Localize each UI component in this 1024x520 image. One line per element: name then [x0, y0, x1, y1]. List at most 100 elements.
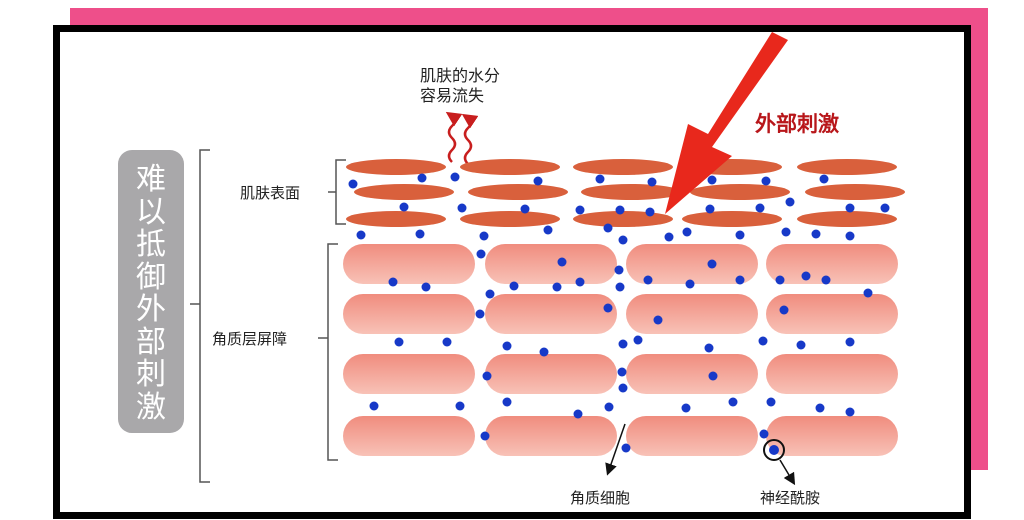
ceramide-dot: [758, 336, 768, 346]
ceramide-dot: [728, 397, 738, 407]
ceramide-dot: [455, 401, 465, 411]
ceramide-dot: [647, 177, 657, 187]
ceramide-dot: [707, 259, 717, 269]
ceramide-dot: [766, 397, 776, 407]
corneocyte-cell: [485, 244, 617, 284]
ceramide-dot: [399, 202, 409, 212]
ceramide-dot: [394, 337, 404, 347]
ceramide-dot: [781, 227, 791, 237]
surface-cell: [573, 211, 673, 227]
ceramide-dot: [388, 277, 398, 287]
ceramide-dot: [769, 445, 779, 455]
ceramide-dot: [863, 288, 873, 298]
ceramide-dot: [880, 203, 890, 213]
corneocyte-cell: [766, 244, 898, 284]
ceramide-dot: [603, 223, 613, 233]
corneocyte-label: 角质细胞: [570, 489, 631, 507]
ceramide-dot: [509, 281, 519, 291]
corneocyte-cell: [485, 354, 617, 394]
ceramide-dot: [645, 207, 655, 217]
corneocyte-cell: [766, 416, 898, 456]
ceramide-dot: [417, 173, 427, 183]
ceramide-dot: [618, 235, 628, 245]
ceramide-dot: [761, 176, 771, 186]
corneocyte-cell: [343, 244, 475, 284]
corneocyte-cell: [343, 416, 475, 456]
ceramide-dot: [520, 204, 530, 214]
ceramide-dot: [796, 340, 806, 350]
ceramide-label: 神经酰胺: [760, 489, 821, 507]
ceramide-dot: [801, 271, 811, 281]
corneocyte-cell: [766, 354, 898, 394]
water-loss-arrow: [461, 113, 479, 165]
corneocyte-cell: [343, 294, 475, 334]
external-stimulus-label: 外部刺激: [755, 112, 839, 136]
ceramide-dot: [575, 277, 585, 287]
surface-cell: [354, 184, 454, 200]
ceramide-dot: [573, 409, 583, 419]
ceramide-dot: [615, 205, 625, 215]
ceramide-dot: [708, 371, 718, 381]
skin-surface-label: 肌肤表面: [240, 184, 301, 202]
barrier-bracket: [318, 243, 338, 461]
ceramide-dot: [821, 275, 831, 285]
ceramide-dot: [707, 175, 717, 185]
ceramide-dot: [614, 265, 624, 275]
surface-cell: [460, 211, 560, 227]
diagram-panel: 难 以 抵 御 外 部 刺 激: [60, 32, 964, 512]
ceramide-dot: [348, 179, 358, 189]
ceramide-dot: [621, 443, 631, 453]
external-stimulus-arrow: [665, 32, 788, 214]
surface-cell: [346, 159, 446, 175]
surface-cell: [468, 184, 568, 200]
ceramide-dot: [604, 402, 614, 412]
ceramide-dot: [552, 282, 562, 292]
surface-cell: [573, 159, 673, 175]
ceramide-dot: [543, 225, 553, 235]
ceramide-dot: [845, 337, 855, 347]
surface-cell: [682, 211, 782, 227]
ceramide-dot: [356, 230, 366, 240]
skin-diagram: [190, 32, 905, 486]
corneocyte-pointer: [605, 423, 626, 476]
ceramide-dot: [845, 407, 855, 417]
side-label-pill: 难 以 抵 御 外 部 刺 激: [118, 150, 184, 433]
ceramide-dot: [482, 371, 492, 381]
ceramide-dot: [845, 203, 855, 213]
ceramide-highlight: [763, 439, 785, 461]
ceramide-dot: [681, 403, 691, 413]
ceramide-dot: [476, 249, 486, 259]
corneocyte-cell: [766, 294, 898, 334]
ceramide-dot: [369, 401, 379, 411]
ceramide-dot: [735, 230, 745, 240]
ceramide-dot: [485, 289, 495, 299]
water-loss-arrow: [445, 111, 463, 163]
ceramide-dot: [775, 275, 785, 285]
ceramide-dot: [664, 232, 674, 242]
surface-cell: [346, 211, 446, 227]
ceramide-dot: [539, 347, 549, 357]
ceramide-dot: [502, 341, 512, 351]
ceramide-dot: [557, 257, 567, 267]
ceramide-dot: [735, 275, 745, 285]
side-label-text: 难 以 抵 御 外 部 刺 激: [136, 162, 166, 425]
ceramide-dot: [779, 305, 789, 315]
ceramide-dot: [618, 339, 628, 349]
surface-cell: [581, 184, 681, 200]
ceramide-dot: [653, 315, 663, 325]
ceramide-dot: [643, 275, 653, 285]
water-loss-label: 肌肤的水分 容易流失: [420, 66, 501, 105]
corneocyte-cell: [485, 294, 617, 334]
corneocyte-cell: [485, 416, 617, 456]
ceramide-dot: [502, 397, 512, 407]
surface-cell: [797, 211, 897, 227]
ceramide-dot: [575, 205, 585, 215]
corneocyte-cell: [343, 354, 475, 394]
ceramide-dot: [595, 174, 605, 184]
ceramide-dot: [759, 429, 769, 439]
ceramide-pointer: [779, 459, 796, 486]
ceramide-dot: [811, 229, 821, 239]
ceramide-dot: [755, 203, 765, 213]
ceramide-dot: [615, 282, 625, 292]
corneocyte-cell: [626, 294, 758, 334]
